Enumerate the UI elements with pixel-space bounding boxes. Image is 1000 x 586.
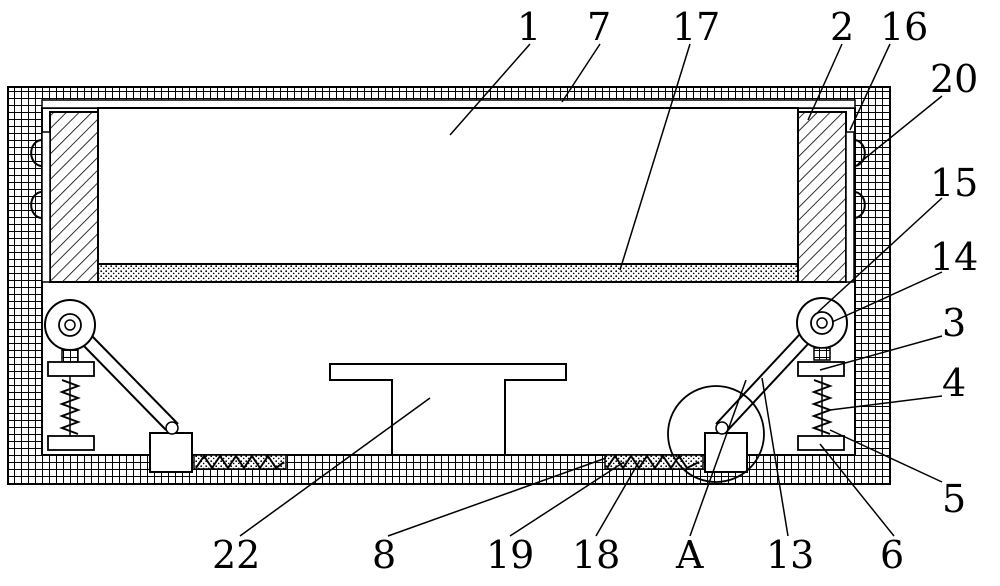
label-22: 22 (212, 533, 260, 577)
right-bump-top (853, 139, 866, 167)
label-A: A (675, 533, 704, 577)
label-15: 15 (930, 161, 978, 205)
label-6: 6 (880, 533, 904, 577)
label-4: 4 (942, 361, 966, 405)
left-side-wall (49, 111, 99, 283)
label-2: 2 (830, 5, 854, 49)
detail-circle-a (667, 385, 765, 483)
left-slider-pin (165, 421, 179, 435)
leader-lines (239, 43, 943, 537)
label-17: 17 (672, 5, 720, 49)
left-link-arm-a (91, 335, 179, 425)
right-slider-block (704, 432, 748, 473)
left-roller-axle (64, 319, 76, 331)
right-roller-stem (813, 347, 831, 361)
bin-body (97, 107, 799, 265)
left-roller-stem (61, 349, 79, 363)
inner-bin-rim (41, 99, 856, 109)
right-bottom-spring (606, 454, 700, 470)
label-1: 1 (517, 5, 541, 49)
label-13: 13 (766, 533, 814, 577)
label-18: 18 (572, 533, 620, 577)
t-support (329, 363, 567, 456)
right-link-arm-a (715, 333, 801, 425)
left-upper-plate (47, 361, 95, 377)
right-link-arm-b (727, 343, 809, 431)
left-bump-top (30, 139, 43, 167)
label-8: 8 (372, 533, 396, 577)
label-3: 3 (942, 301, 966, 345)
label-16: 16 (880, 5, 928, 49)
left-slider-block (149, 432, 193, 473)
part-labels: 1 7 17 2 16 20 15 14 3 4 5 6 13 A 18 19 … (212, 5, 978, 577)
label-5: 5 (942, 477, 966, 521)
right-slider-pin (715, 421, 729, 435)
right-bump-bottom (853, 191, 866, 219)
right-guide-strip (845, 131, 855, 283)
left-bump-bottom (30, 191, 43, 219)
left-link-arm-b (83, 345, 167, 431)
right-side-wall (797, 111, 847, 283)
left-guide-strip (41, 131, 51, 283)
left-lower-plate (47, 435, 95, 451)
label-20: 20 (930, 57, 978, 101)
left-bottom-spring (195, 454, 285, 470)
label-7: 7 (587, 5, 611, 49)
right-roller-axle (816, 317, 828, 329)
right-lower-plate (797, 435, 845, 451)
label-19: 19 (486, 533, 534, 577)
filter-layer (97, 263, 799, 283)
label-14: 14 (930, 235, 978, 279)
